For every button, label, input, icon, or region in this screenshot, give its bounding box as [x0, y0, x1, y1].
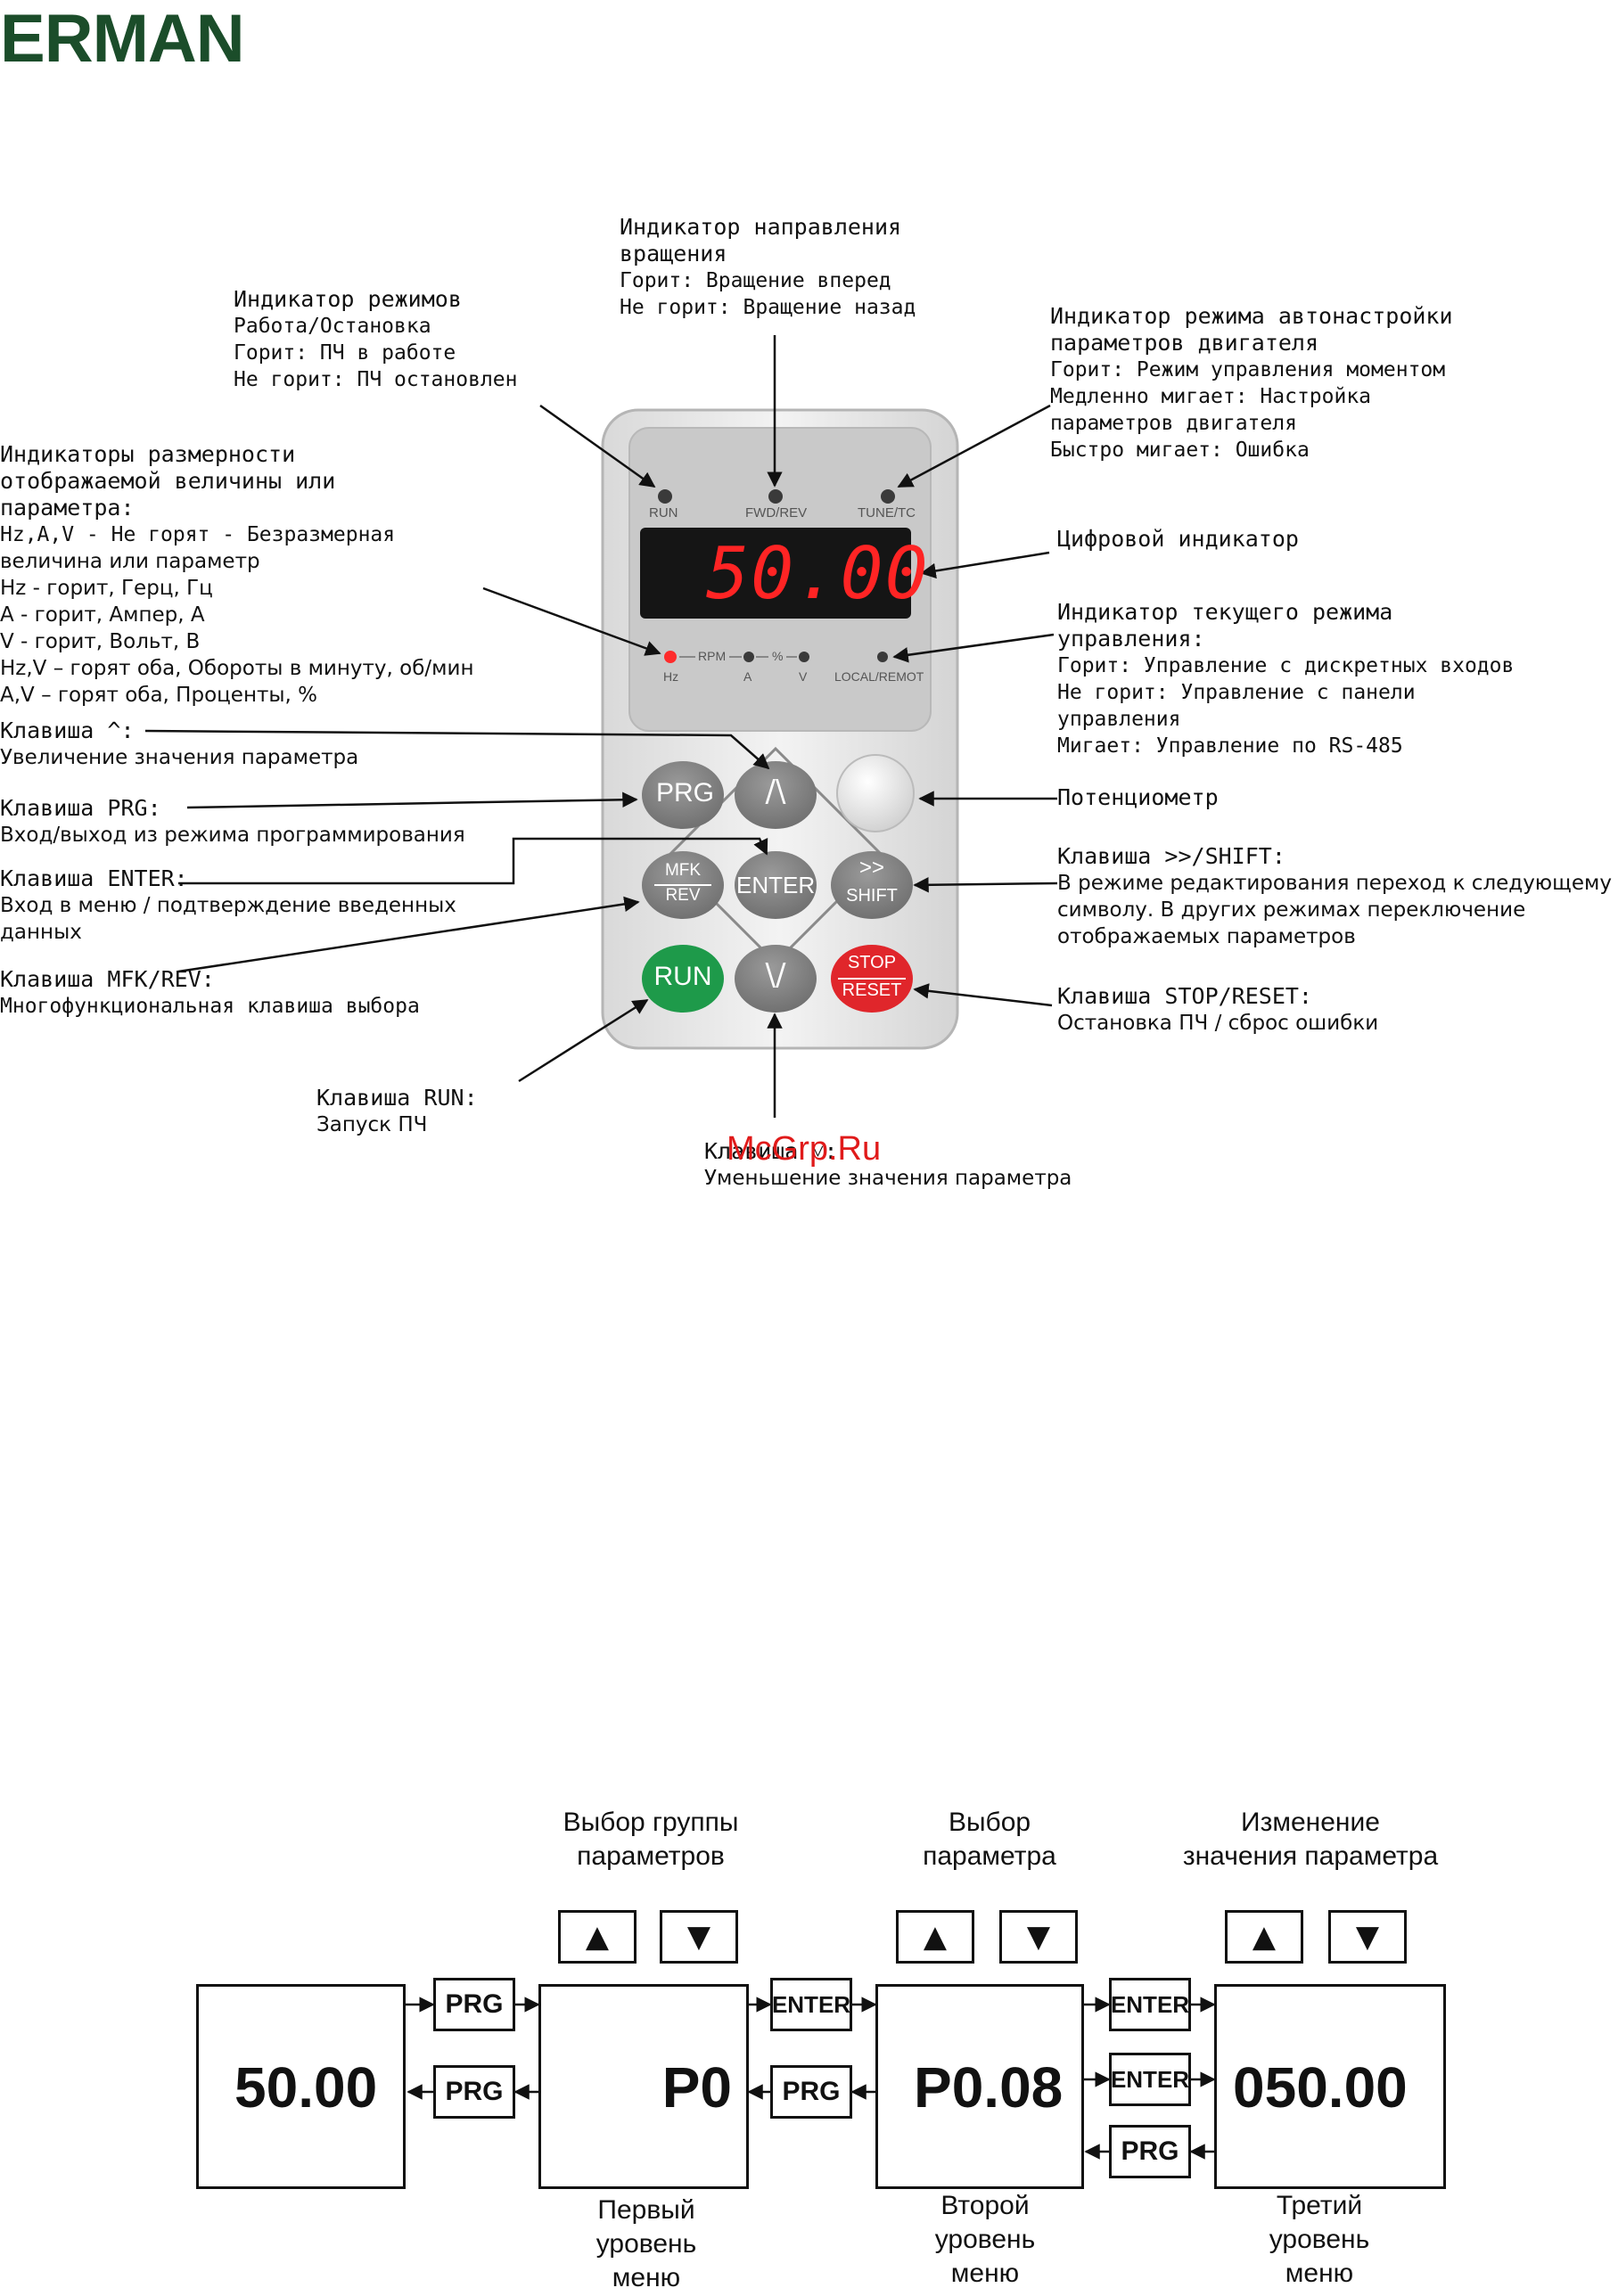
- v-label: V: [799, 669, 808, 684]
- up-key[interactable]: /\: [765, 774, 786, 809]
- annotation-shift-key: Клавиша >>/SHIFT: В режиме редактировани…: [1057, 843, 1612, 948]
- annotation-digital-display: Цифровой индикатор: [1057, 526, 1299, 552]
- flow-up-icon-2: ▲: [896, 1910, 974, 1964]
- hz-led: [664, 651, 677, 663]
- down-key[interactable]: \/: [765, 957, 786, 993]
- flow-enter-forward-2: ENTER: [770, 1978, 852, 2031]
- annotation-unit-indicators: Индикаторы размерности отображаемой вели…: [0, 441, 474, 707]
- annotation-up-key: Клавиша ^: Увеличение значения параметра: [0, 718, 359, 769]
- mfk-key-top[interactable]: MFK: [664, 861, 702, 880]
- flow-screen-level3: 050.00: [1214, 1984, 1446, 2189]
- annotation-tune-indicator: Индикатор режима автонастройки параметро…: [1050, 303, 1453, 462]
- flow-enter-confirm-3: ENTER: [1109, 2053, 1191, 2106]
- percent-label: %: [772, 649, 784, 663]
- stop-key-top[interactable]: STOP: [847, 953, 897, 972]
- annotation-enter-key: Клавиша ENTER: Вход в меню / подтвержден…: [0, 865, 456, 944]
- flow-prg-back-1: PRG: [433, 2065, 515, 2119]
- flow-prg-forward-1: PRG: [433, 1978, 515, 2031]
- flow-screen-level1: P0: [538, 1984, 749, 2189]
- run-led-label: RUN: [649, 505, 678, 521]
- annotation-run-key: Клавиша RUN: Запуск ПЧ: [316, 1085, 478, 1136]
- mfk-key-bottom[interactable]: REV: [665, 886, 701, 905]
- shift-key-top[interactable]: >>: [858, 856, 885, 880]
- run-key[interactable]: RUN: [653, 962, 712, 991]
- flow-prg-back-2: PRG: [770, 2065, 852, 2119]
- run-led: [658, 489, 672, 504]
- flow-down-icon-2: ▼: [999, 1910, 1078, 1964]
- flow-prg-back-3: PRG: [1109, 2125, 1191, 2178]
- enter-key[interactable]: ENTER: [736, 872, 816, 898]
- shift-key-bottom[interactable]: SHIFT: [846, 886, 898, 906]
- digital-display: [640, 528, 911, 619]
- display-value: 50.00: [706, 532, 930, 615]
- annotation-stop-key: Клавиша STOP/RESET: Остановка ПЧ / сброс…: [1057, 983, 1379, 1035]
- hz-label: Hz: [663, 669, 679, 684]
- a-label: A: [743, 669, 752, 684]
- brand-logo: ERMAN: [0, 1, 245, 77]
- watermark: McGrp.Ru: [727, 1130, 882, 1168]
- flow-up-icon-3: ▲: [1225, 1910, 1303, 1964]
- annotation-mfk-key: Клавиша MFK/REV: Многофункциональная кла…: [0, 966, 420, 1018]
- prg-key[interactable]: PRG: [656, 778, 715, 808]
- annotation-potentiometer: Потенциометр: [1057, 784, 1219, 810]
- stop-key-bottom[interactable]: RESET: [842, 980, 902, 1000]
- flow-enter-forward-3: ENTER: [1109, 1978, 1191, 2031]
- annotation-control-mode: Индикатор текущего режима управления: Го…: [1057, 599, 1515, 758]
- flow-down-icon-1: ▼: [660, 1910, 738, 1964]
- flow-screen-main: 50.00: [196, 1984, 406, 2189]
- annotation-mode-indicator: Индикатор режимов Работа/Остановка Горит…: [234, 286, 518, 391]
- tune-tc-led-label: TUNE/TC: [858, 505, 916, 521]
- prg-key-shape: [642, 761, 724, 829]
- flow-down-icon-3: ▼: [1328, 1910, 1407, 1964]
- annotation-down-key: Клавиша ˅: Уменьшение значения параметра: [704, 1138, 1072, 1190]
- fwd-rev-led-label: FWD/REV: [745, 505, 808, 521]
- flow-screen-level2: P0.08: [875, 1984, 1084, 2189]
- fwd-rev-led: [768, 489, 783, 504]
- annotation-fwd-rev: Индикатор направления вращения Горит: Вр…: [620, 214, 916, 319]
- potentiometer-knob: [836, 754, 915, 832]
- rpm-label: RPM: [698, 649, 727, 663]
- flow-up-icon-1: ▲: [558, 1910, 637, 1964]
- annotation-prg-key: Клавиша PRG: Вход/выход из режима програ…: [0, 795, 465, 847]
- tune-tc-led: [881, 489, 895, 504]
- local-remot-label: LOCAL/REMOT: [834, 669, 924, 684]
